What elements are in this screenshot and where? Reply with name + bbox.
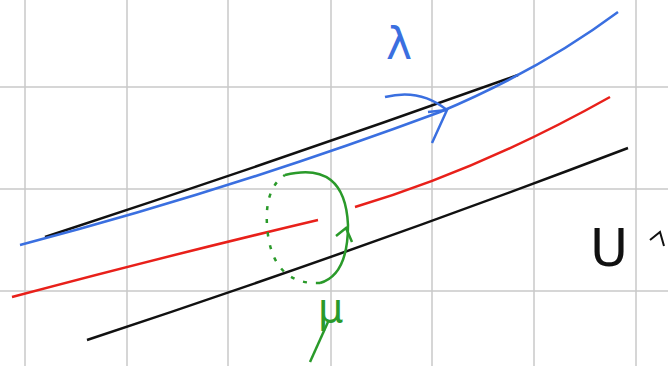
tube-upper-edge (45, 75, 518, 237)
longitude-curve (20, 12, 618, 245)
meridian-curve (285, 172, 348, 283)
label-stroke (310, 322, 328, 362)
core-curve (355, 97, 610, 207)
math-symbol: μ (318, 288, 343, 328)
math-symbol: λ (386, 22, 412, 66)
arrow-head (428, 110, 447, 143)
orientation-hook (650, 232, 664, 246)
tube-lower-edge (87, 148, 628, 340)
orientation-arrow (385, 94, 447, 110)
arrow-head (336, 228, 352, 242)
meridian-hidden (267, 175, 320, 283)
core-curve (12, 220, 318, 297)
math-symbol: U (590, 222, 628, 274)
